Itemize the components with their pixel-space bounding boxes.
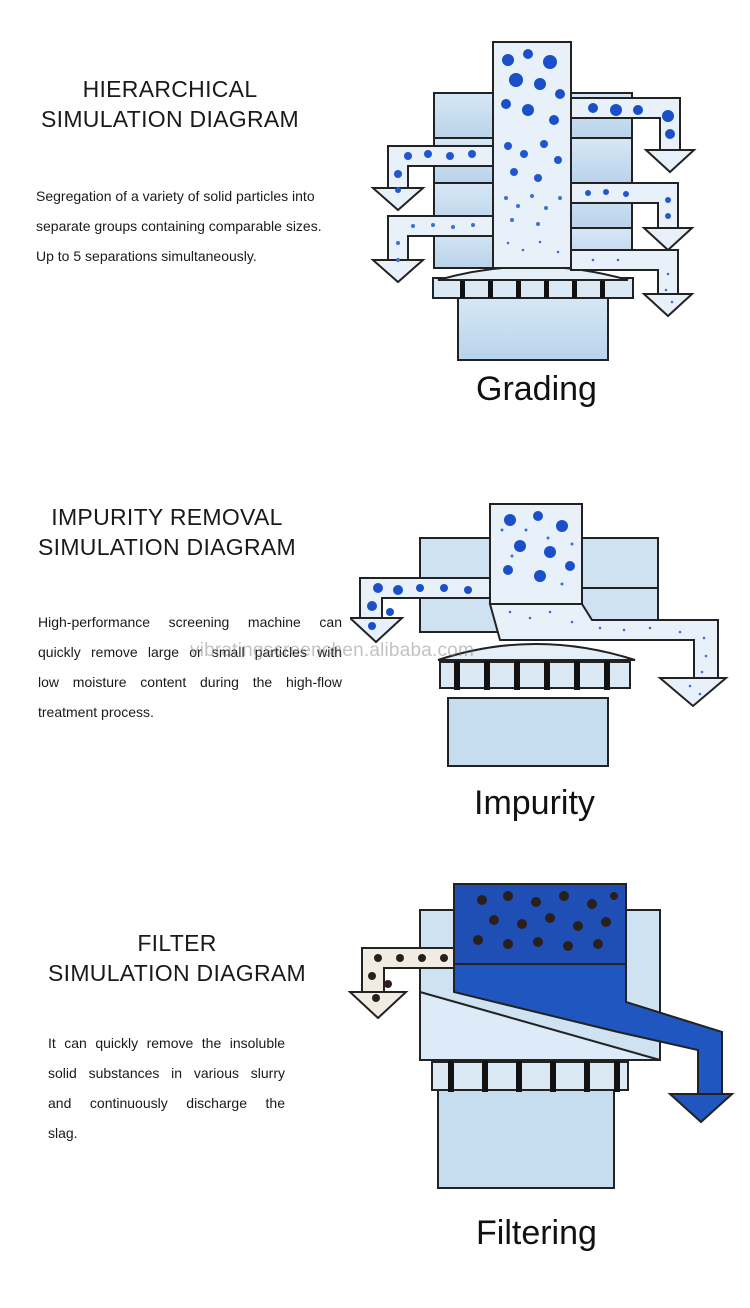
section-title: IMPURITY REMOVAL SIMULATION DIAGRAM — [26, 502, 308, 562]
desc-line-3: and continuously discharge the — [48, 1095, 285, 1111]
particles-large — [501, 49, 675, 139]
section-caption: Filtering — [476, 1214, 597, 1252]
title-line-2: SIMULATION DIAGRAM — [38, 534, 296, 560]
grading-machine-diagram — [370, 41, 697, 361]
desc-line-3: low moisture content during the high-flo… — [38, 674, 342, 690]
desc-line-1: Segregation of a variety of solid partic… — [36, 188, 315, 204]
title-line-2: SIMULATION DIAGRAM — [48, 960, 306, 986]
title-line-1: FILTER — [137, 930, 217, 956]
desc-line-4: treatment process. — [38, 704, 154, 720]
grading-section: HIERARCHICAL SIMULATION DIAGRAM Segregat… — [0, 0, 750, 440]
desc-line-2: solid substances in various slurry — [48, 1065, 285, 1081]
watermark-text: vibratingscreenchen.alibaba.com — [190, 640, 474, 661]
desc-line-1: It can quickly remove the insoluble — [48, 1035, 285, 1051]
section-description: It can quickly remove the insoluble soli… — [48, 1028, 285, 1148]
section-description: High-performance screening machine can q… — [38, 607, 342, 727]
particles-large — [367, 511, 575, 630]
section-description: Segregation of a variety of solid partic… — [36, 181, 342, 271]
desc-line-3: Up to 5 separations simultaneously. — [36, 248, 257, 264]
filter-machine-diagram — [348, 883, 735, 1189]
desc-line-2: quickly remove large or small particles … — [38, 644, 342, 660]
section-caption: Impurity — [474, 784, 595, 822]
impurity-section: IMPURITY REMOVAL SIMULATION DIAGRAM High… — [26, 502, 729, 822]
title-line-1: HIERARCHICAL — [82, 76, 258, 102]
title-line-1: IMPURITY REMOVAL — [51, 504, 283, 530]
section-caption: Grading — [476, 370, 597, 408]
title-line-2: SIMULATION DIAGRAM — [41, 106, 299, 132]
particles-small — [396, 194, 674, 304]
spring-supports — [460, 278, 605, 298]
desc-line-2: separate groups containing comparable si… — [36, 218, 322, 234]
feed-column — [492, 41, 572, 269]
particles-slag — [368, 891, 618, 1002]
machine-base — [457, 295, 609, 361]
desc-line-4: slag. — [48, 1125, 78, 1141]
particles-medium — [394, 140, 671, 219]
desc-line-1: High-performance screening machine can — [38, 614, 342, 630]
section-title: FILTER SIMULATION DIAGRAM — [36, 928, 318, 988]
section-title: HIERARCHICAL SIMULATION DIAGRAM — [30, 74, 310, 134]
particles-fine — [500, 528, 708, 696]
impurity-machine-diagram — [350, 503, 729, 767]
